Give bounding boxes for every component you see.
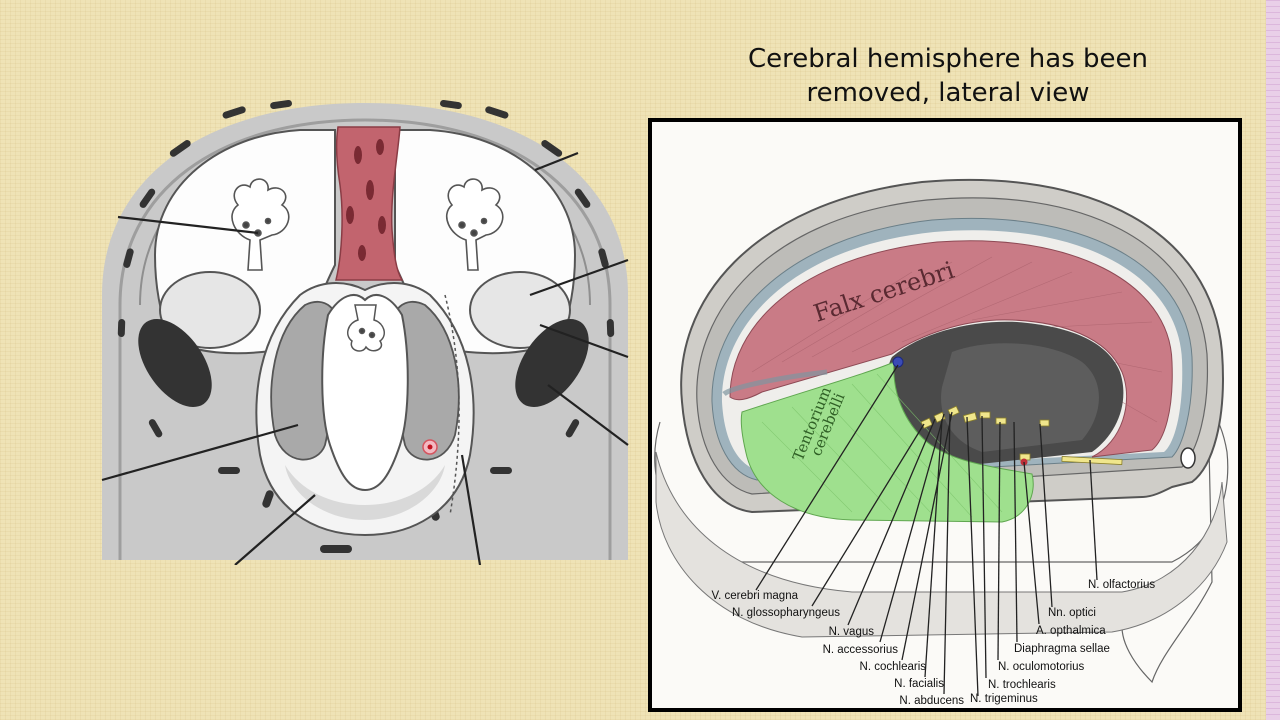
lateral-view-frame: Falx cerebri Tentorium cerebelli V. cere… bbox=[648, 118, 1242, 712]
pointer-lines bbox=[101, 151, 629, 565]
skull-vessels bbox=[117, 99, 615, 553]
slide-title-line-1: Cerebral hemisphere has been bbox=[747, 44, 1148, 74]
label-n-trochlearis: N. trochlearis bbox=[988, 679, 1056, 691]
great-cerebral-vein-dot bbox=[892, 356, 904, 368]
tentorium-cerebelli-region bbox=[740, 361, 1034, 523]
central-white-ventricle bbox=[321, 294, 409, 492]
label-a-opthalmica: A. opthalmica bbox=[1036, 625, 1106, 637]
central-choroid-plexus bbox=[347, 304, 385, 352]
lateral-view-diagram: Falx cerebri Tentorium cerebelli V. cere… bbox=[654, 178, 1229, 707]
label-nn-optici: Nn. optici bbox=[1048, 607, 1096, 619]
label-n-accessorius: N. accessorius bbox=[823, 644, 899, 656]
label-v-cerebri-magna: V. cerebri magna bbox=[711, 590, 798, 602]
slide-title-line-2: removed, lateral view bbox=[806, 78, 1090, 108]
decorative-side-stripe bbox=[1266, 0, 1280, 720]
label-n-vagus: N. vagus bbox=[829, 626, 875, 638]
sinus-dark-spots bbox=[346, 139, 386, 261]
falx-striations bbox=[751, 256, 1163, 423]
label-n-facialis: N. facialis bbox=[894, 678, 944, 690]
right-dark-structure bbox=[515, 319, 589, 407]
label-n-glossopharyngeus: N. glossopharyngeus bbox=[732, 607, 840, 619]
label-n-olfactorius: N. olfactorius bbox=[1088, 579, 1155, 591]
slide-title: Cerebral hemisphere has been removed, la… bbox=[698, 42, 1198, 110]
sagittal-sinus bbox=[335, 126, 404, 281]
label-n-oculomotorius: N. oculomotorius bbox=[998, 661, 1085, 673]
right-choroid-plexus bbox=[446, 178, 504, 271]
label-n-trigeminus: N. trigeminus bbox=[970, 693, 1038, 705]
label-n-abducens: N. abducens bbox=[899, 695, 964, 707]
label-diaphragma-sellae: Diaphragma sellae bbox=[1014, 643, 1110, 655]
falx-cerebri-region bbox=[729, 240, 1173, 458]
leader-lines bbox=[755, 364, 1098, 697]
coronal-section-diagram bbox=[101, 99, 629, 565]
skull-ring bbox=[118, 118, 612, 560]
label-n-cochlearis: N. cochlearis bbox=[860, 661, 927, 673]
left-dark-structure bbox=[138, 319, 212, 407]
